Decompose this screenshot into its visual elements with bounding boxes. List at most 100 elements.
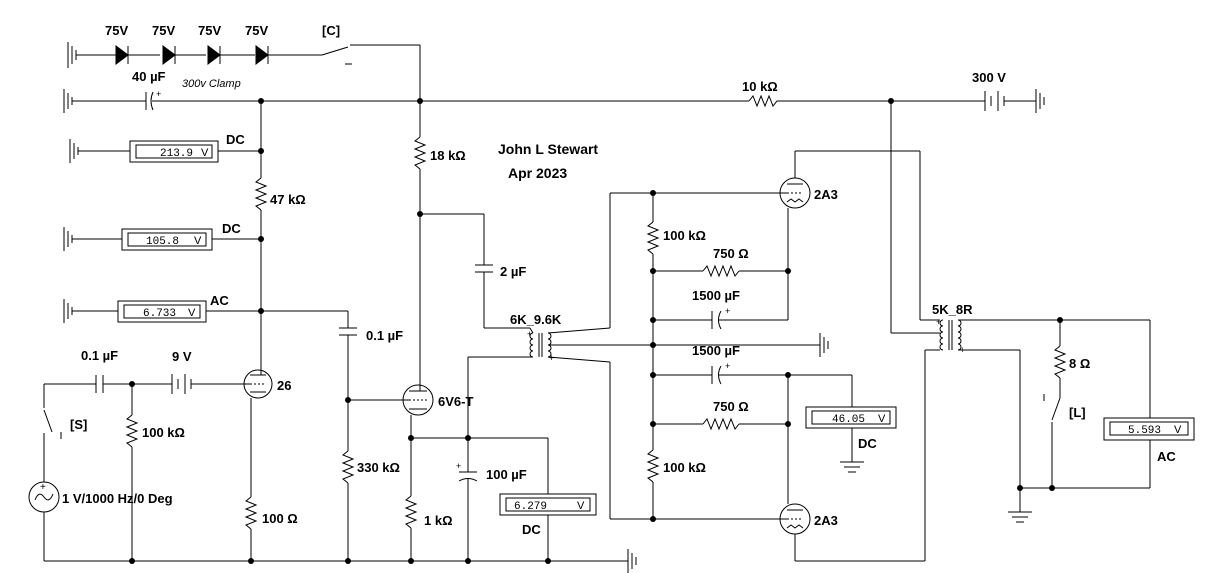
meter-4-mode: DC (522, 522, 541, 537)
cap-2uf (475, 214, 530, 329)
meter-2-ground (63, 227, 122, 251)
tube-2a3-top-label: 2A3 (814, 187, 838, 202)
coupling-cap (339, 311, 357, 451)
junction (785, 268, 791, 274)
clamp-diode-4 (255, 45, 322, 65)
tube-26-label: 26 (277, 378, 291, 393)
svg-text:+: + (456, 461, 461, 471)
clamp-note: 300v Clamp (182, 78, 241, 90)
stage1-plate-resistor (254, 177, 268, 211)
tube-2a3-bottom-label: 2A3 (814, 513, 838, 528)
diode-label-2: 75V (152, 23, 175, 38)
supply-resistor (748, 94, 985, 108)
output-top-750-resistor (702, 264, 788, 278)
coupling-cap-label: 0.1 µF (366, 328, 403, 343)
center-ground (819, 333, 829, 357)
voltmeter-2: 105.8 V (121, 228, 261, 251)
svg-text:+: + (725, 306, 730, 316)
voltmeter-5: 46.05 V (805, 375, 897, 473)
diode-label-3: 75V (198, 23, 221, 38)
signal-source: + (28, 481, 60, 561)
load-switch[interactable] (1043, 394, 1061, 488)
stage2-plate-resistor-label: 18 kΩ (430, 148, 466, 163)
meter-3-mode: AC (210, 293, 229, 308)
voltmeter-6: 5.593 V (1103, 417, 1195, 441)
load-resistor-label: 8 Ω (1069, 356, 1090, 371)
meter-6-mode: AC (1157, 449, 1176, 464)
meter-1-value: 213.9 (160, 148, 193, 160)
meter-4-value: 6.279 (514, 501, 547, 513)
meter-3-unit: V (188, 307, 196, 319)
clamp-switch-label: [C] (322, 23, 340, 38)
interstage-transformer-label: 6K_9.6K (510, 312, 562, 327)
output-transformer-label: 5K_8R (932, 302, 973, 317)
meter-3-ground (63, 299, 118, 323)
clamp-switch[interactable] (321, 44, 421, 101)
input-cap (44, 375, 167, 393)
bias-battery-label: 9 V (172, 349, 192, 364)
svg-text:+: + (40, 482, 46, 493)
cathode-bypass-cap-label: 100 µF (486, 467, 527, 482)
output-bottom-750-resistor (702, 417, 788, 431)
secondary-ground (1008, 511, 1032, 523)
meter-1-ground (69, 139, 130, 163)
tube-6v6 (401, 384, 434, 416)
grid2-resistor (341, 450, 355, 561)
meter-1-unit: V (201, 147, 209, 159)
load-switch-label: [L] (1069, 405, 1086, 420)
meter-5-value: 46.05 (832, 414, 865, 426)
stage2-plate-resistor (413, 136, 427, 170)
meter-1-mode: DC (226, 132, 245, 147)
meter-2-value: 105.8 (146, 236, 179, 248)
clamp-diode-3 (207, 45, 255, 65)
output-top-resistor (646, 221, 660, 255)
grid2-resistor-label: 330 kΩ (357, 460, 400, 475)
input-cap-label: 0.1 µF (81, 348, 118, 363)
stage1-cathode-resistor-label: 100 Ω (262, 511, 298, 526)
clamp-diode-2 (162, 45, 206, 65)
diode-label-1: 75V (105, 23, 128, 38)
grid-resistor-label: 100 kΩ (142, 425, 185, 440)
meter-2-unit: V (194, 235, 202, 247)
svg-text:+: + (156, 89, 161, 99)
output-top-resistor-label: 100 kΩ (663, 228, 706, 243)
signal-source-label: 1 V/1000 Hz/0 Deg (62, 491, 173, 506)
input-switch-label: [S] (70, 417, 87, 432)
diode-label-4: 75V (245, 23, 268, 38)
svg-text:+: + (936, 317, 941, 327)
voltmeter-1: 213.9 V (129, 140, 261, 163)
svg-text:+: + (725, 361, 730, 371)
stage2-cathode-resistor (404, 495, 418, 561)
clamp-capacitor: + (145, 89, 420, 111)
clamp-ground (67, 42, 105, 68)
meter-3-value: 6.733 (143, 308, 176, 320)
output-bottom-cap: + (711, 361, 852, 385)
output-top-750-label: 750 Ω (713, 246, 749, 261)
meter-4-unit: V (577, 500, 585, 512)
voltmeter-4: 6.279 V (499, 438, 597, 561)
meter-6-value: 5.593 (1128, 425, 1161, 437)
tube-6v6-label: 6V6-T (438, 394, 473, 409)
meter-5-mode: DC (858, 436, 877, 451)
input-switch[interactable] (43, 384, 62, 482)
voltmeter-3: 6.733 V (117, 300, 261, 323)
cap-ground (63, 89, 146, 113)
clamp-diode-1 (105, 45, 160, 65)
supply-battery-label: 300 V (972, 70, 1006, 85)
cathode-bypass-cap: + (456, 438, 478, 561)
load-resistor (1053, 345, 1067, 398)
supply-battery (984, 89, 1045, 113)
svg-text:+: + (527, 329, 532, 339)
output-top-cap-label: 1500 µF (692, 288, 740, 303)
output-transformer: + + (936, 317, 1150, 355)
output-top-cap: + (711, 306, 789, 330)
junction (248, 558, 254, 564)
stage1-plate-resistor-label: 47 kΩ (270, 192, 306, 207)
grid-resistor (125, 414, 139, 448)
supply-resistor-label: 10 kΩ (742, 79, 778, 94)
tube-2a3-bottom (779, 503, 925, 562)
bias-battery (167, 374, 244, 394)
meter-2-mode: DC (222, 221, 241, 236)
output-bottom-resistor-label: 100 kΩ (663, 460, 706, 475)
